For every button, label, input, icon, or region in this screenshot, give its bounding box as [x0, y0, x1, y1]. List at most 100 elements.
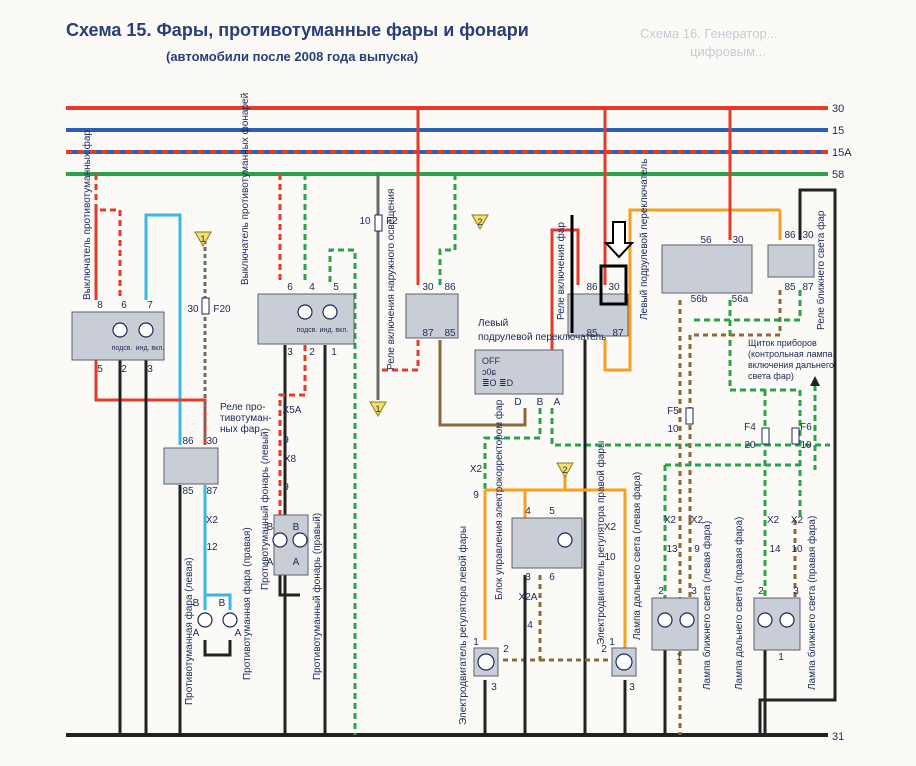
lamp-icon [657, 612, 673, 628]
pin-label: A [267, 557, 274, 568]
fog-relay-name-3: ных фар [220, 423, 260, 435]
left-stalk-name-2: подрулевой переключатель [478, 332, 606, 343]
wire-rear-sw-2 [278, 345, 307, 520]
low-beam-relay-name: Реле ближнего света фар [815, 210, 827, 330]
left-stalk-name: Левый [478, 318, 508, 329]
outer-relay-box [405, 293, 459, 339]
high-left-name: Лампа дальнего света (левая фара) [631, 472, 643, 640]
left-stalk-box [474, 349, 564, 395]
wire-rear-sw-5 [328, 248, 357, 735]
connector-label: 14 [769, 544, 781, 555]
marker-1-icon [369, 401, 387, 418]
pin-label: A [193, 628, 200, 639]
pin-label: A [554, 397, 561, 408]
cluster-name: Щиток приборов [748, 338, 817, 348]
pin-label: 4 [309, 282, 315, 293]
connector-label: 9 [283, 435, 289, 446]
fuse-f2 [374, 214, 383, 232]
fog-relay-name-2: тивотуман- [220, 413, 272, 424]
fog-switch-name: Выключатель противотуманных фар [81, 130, 93, 300]
motor-right-name: Электродвигатель регулятора правой фары [595, 441, 607, 645]
stalk-pos-beam: ≣O ≣D [482, 378, 514, 388]
fuse-label: F4 [744, 422, 756, 433]
stalk-positions: OFF ɔ0ɕ ≣O ≣D [482, 356, 514, 388]
lamp-icon [292, 532, 308, 548]
fuse-value: 30 [187, 304, 199, 315]
cluster-name-2: (контрольная лампа [748, 349, 833, 359]
pin-label: 1 [473, 637, 479, 648]
pin-label: 4 [525, 506, 531, 517]
wire-outer-relay-86 [438, 174, 457, 285]
lamp-icon [272, 532, 288, 548]
connector-label: 4 [527, 620, 533, 631]
lamp-icon [557, 532, 573, 548]
pin-label: 86 [444, 282, 456, 293]
fuse-label: F20 [213, 304, 231, 315]
wire-outer-relay-85 [438, 340, 527, 427]
pin-label: 86 [182, 436, 194, 447]
pin-label: 56b [691, 294, 708, 305]
wire-fog-switch-feed [94, 174, 122, 300]
marker-2-icon [471, 214, 489, 231]
bus-15a-label: 15A [832, 147, 852, 159]
stalk-pos-side: ɔ0ɕ [482, 367, 497, 377]
head-relay-box [567, 293, 629, 337]
lamp-icon [222, 612, 238, 628]
pin-label: B [219, 598, 226, 609]
connector-label: 10 [604, 552, 616, 563]
fuse-f20 [201, 297, 210, 315]
lamp-icon [138, 322, 154, 338]
stalk-pos-off: OFF [482, 356, 500, 366]
fuse-value: 20 [744, 440, 756, 451]
lamp-symbols [112, 304, 795, 671]
pin-label: 87 [612, 328, 624, 339]
connector-label: X8 [284, 454, 297, 465]
wire-fog-lamps-ground [203, 640, 232, 657]
wire-low-relay-85 [690, 290, 802, 322]
motor-icon [615, 653, 633, 671]
connector-label: 9 [473, 490, 479, 501]
pin-label: 5 [97, 364, 103, 375]
pin-label: 2 [601, 644, 607, 655]
pin-label: 1 [676, 652, 682, 663]
wire-stalk-a [550, 408, 830, 447]
pin-label: 5 [549, 506, 555, 517]
pin-label: 30 [802, 230, 814, 241]
pin-label: 30 [422, 282, 434, 293]
lamp-icon [322, 304, 338, 320]
podsv-label: подсв. [297, 327, 318, 334]
pin-label: A [293, 557, 300, 568]
marker-numbers: 1 1 2 2 [200, 217, 567, 475]
bus-58-label: 58 [832, 169, 844, 181]
head-relay-name: Реле включения фар [555, 222, 567, 320]
component-names: Выключатель противотуманных фар Выключат… [81, 93, 834, 725]
motor-left-name: Электродвигатель регулятора левой фары [457, 526, 469, 725]
lamp-icon [297, 304, 313, 320]
fog-left-name: Противотуманная фара (левая) [183, 557, 195, 705]
arrow-up-icon [810, 376, 820, 386]
pin-label: 2 [503, 644, 509, 655]
podsv-label: подсв. [112, 345, 133, 352]
wire-head-relay-87 [603, 208, 780, 372]
connector-label: X2 [470, 464, 483, 475]
pin-label: D [514, 397, 521, 408]
junction-markers [194, 214, 574, 479]
annotation-arrow-icon [603, 221, 635, 259]
pin-label: 56 [700, 235, 712, 246]
lamp-icon [779, 612, 795, 628]
pin-label: 6 [549, 572, 555, 583]
pin-label: 8 [97, 300, 103, 311]
pin-label: B [537, 397, 544, 408]
page-subtitle: (автомобили после 2008 года выпуска) [166, 49, 419, 64]
pin-label: 56a [732, 294, 749, 305]
pin-label: 30 [608, 282, 620, 293]
bus-15-label: 15 [832, 125, 844, 137]
fuse-value: 10 [800, 440, 812, 451]
connector-label: X2 [206, 515, 219, 526]
box-inner-labels: подсв. инд. вкл. подсв. инд. вкл. [112, 327, 349, 352]
connector-label: X2 [604, 522, 617, 533]
wire-low-relay-87 [690, 290, 782, 337]
wire-motor-right-feed [565, 488, 627, 650]
fuses [201, 214, 800, 445]
pin-label: A [235, 628, 242, 639]
